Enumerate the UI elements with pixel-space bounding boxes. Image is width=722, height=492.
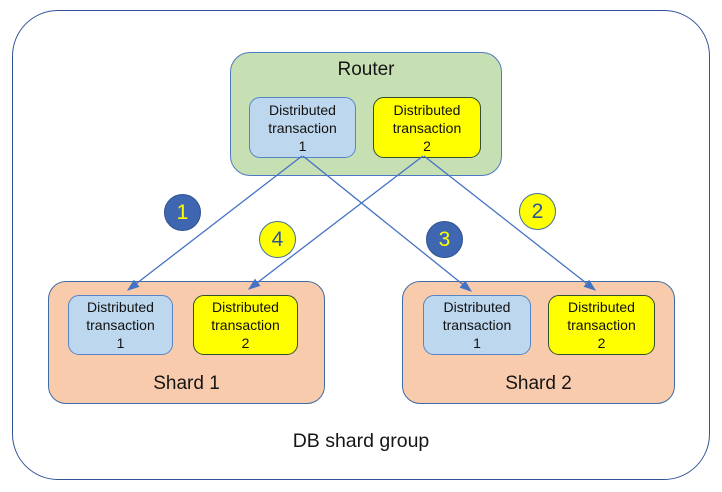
router-label: Router xyxy=(337,59,395,80)
shard1-label: Shard 1 xyxy=(153,373,220,394)
transaction-label-line: transaction xyxy=(392,119,462,136)
transaction-label-line: 2 xyxy=(597,335,606,351)
transaction-label-line: Distributed xyxy=(87,299,154,315)
shard2-label: Shard 2 xyxy=(505,373,572,394)
router-transaction-2-box: Distributed transaction 2 xyxy=(373,97,481,158)
transaction-label-line: Distributed xyxy=(212,299,279,315)
transaction-label-line: Distributed xyxy=(269,101,336,118)
router-transaction-1-box: Distributed transaction 1 xyxy=(249,97,356,158)
transaction-label-line: 1 xyxy=(298,137,307,154)
arrow-badge-3: 3 xyxy=(426,221,463,258)
db-shard-group-label: DB shard group xyxy=(292,430,430,452)
shard2-transaction-2-box: Distributed transaction 2 xyxy=(548,295,655,355)
arrow-badge-4: 4 xyxy=(259,221,296,258)
transaction-label-line: transaction xyxy=(211,317,280,333)
transaction-label-line: transaction xyxy=(567,317,636,333)
router-box: Router Distributed transaction 1 Distrib… xyxy=(230,52,502,176)
transaction-label-line: Distributed xyxy=(568,299,635,315)
transaction-label-line: 1 xyxy=(116,335,125,351)
shard2-box: Distributed transaction 1 Distributed tr… xyxy=(402,281,675,404)
transaction-label-line: transaction xyxy=(86,317,155,333)
shard1-transaction-2-box: Distributed transaction 2 xyxy=(193,295,298,355)
shard1-box: Distributed transaction 1 Distributed tr… xyxy=(48,281,325,404)
transaction-label-line: transaction xyxy=(442,317,512,333)
transaction-label-line: 1 xyxy=(473,335,481,351)
arrow-badge-1: 1 xyxy=(164,194,201,231)
transaction-label-line: transaction xyxy=(268,119,337,136)
transaction-label-line: 2 xyxy=(423,137,431,154)
transaction-label-line: 2 xyxy=(241,335,250,351)
transaction-label-line: Distributed xyxy=(443,299,511,315)
shard2-transaction-1-box: Distributed transaction 1 xyxy=(423,295,531,355)
shard1-transaction-1-box: Distributed transaction 1 xyxy=(68,295,173,355)
arrow-badge-2: 2 xyxy=(519,193,556,230)
transaction-label-line: Distributed xyxy=(393,101,461,118)
